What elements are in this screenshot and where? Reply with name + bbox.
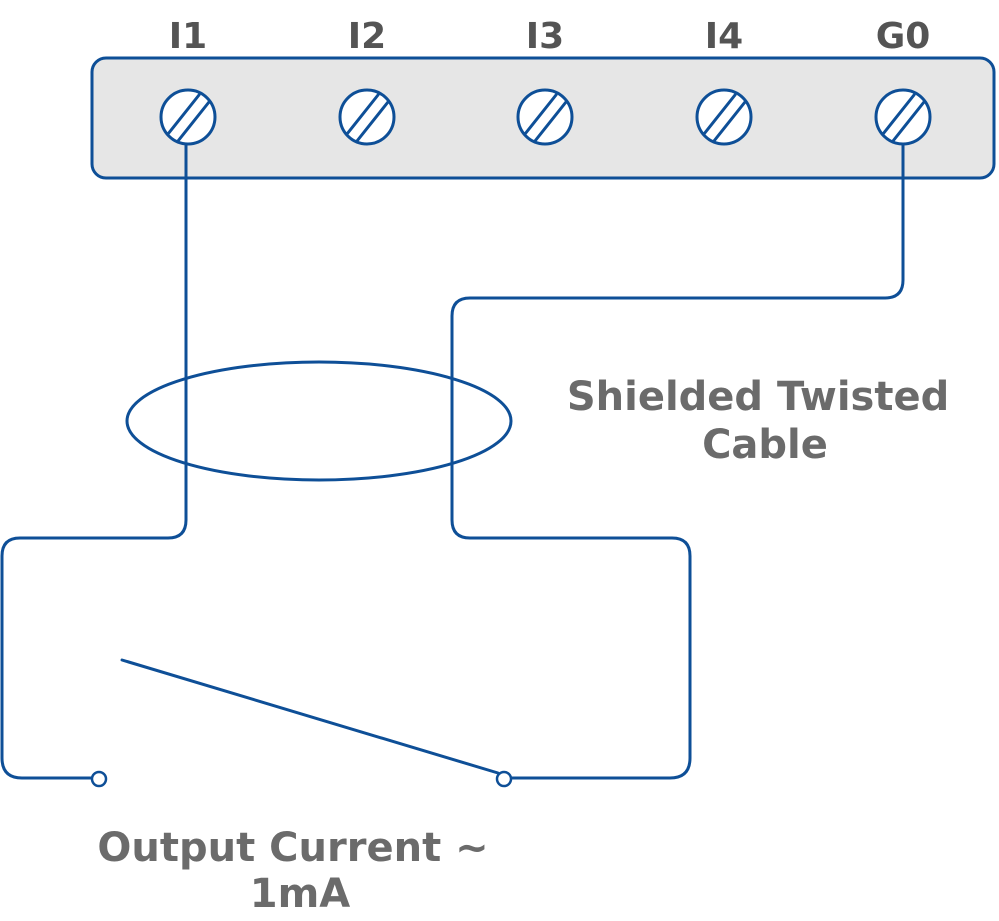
output-current-label-line2: 1mA <box>250 871 351 917</box>
screw-icon <box>159 88 217 146</box>
terminal-label-i2: I2 <box>348 16 386 57</box>
screw-icon <box>338 88 396 146</box>
output-current-label-line1: Output Current ~ <box>97 825 488 871</box>
output-current-label: Output Current ~ 1mA <box>97 825 502 917</box>
terminal-screw-i2 <box>338 88 396 146</box>
cable-label-line1: Shielded Twisted <box>567 374 949 420</box>
cable-label: Shielded Twisted Cable <box>567 374 963 468</box>
terminal-screw-i1 <box>159 88 217 146</box>
switch-contact-left <box>90 770 108 788</box>
terminal-label-g0: G0 <box>876 16 931 57</box>
wire-g0 <box>450 142 905 780</box>
terminal-screw-g0 <box>874 88 932 146</box>
wire-i1 <box>0 142 188 780</box>
screw-icon <box>695 88 753 146</box>
screw-icon <box>874 88 932 146</box>
terminal-screw-i3 <box>516 88 574 146</box>
terminal-screw-i4 <box>695 88 753 146</box>
terminal-label-i1: I1 <box>169 16 207 57</box>
cable-shield-ellipse <box>125 360 513 482</box>
terminal-labels: I1 I2 I3 I4 G0 <box>169 16 931 57</box>
screw-icon <box>516 88 574 146</box>
switch-contact-right <box>495 770 513 788</box>
terminal-label-i3: I3 <box>526 16 564 57</box>
cable-label-line2: Cable <box>702 422 828 468</box>
terminal-label-i4: I4 <box>705 16 743 57</box>
switch-blade <box>120 658 500 775</box>
